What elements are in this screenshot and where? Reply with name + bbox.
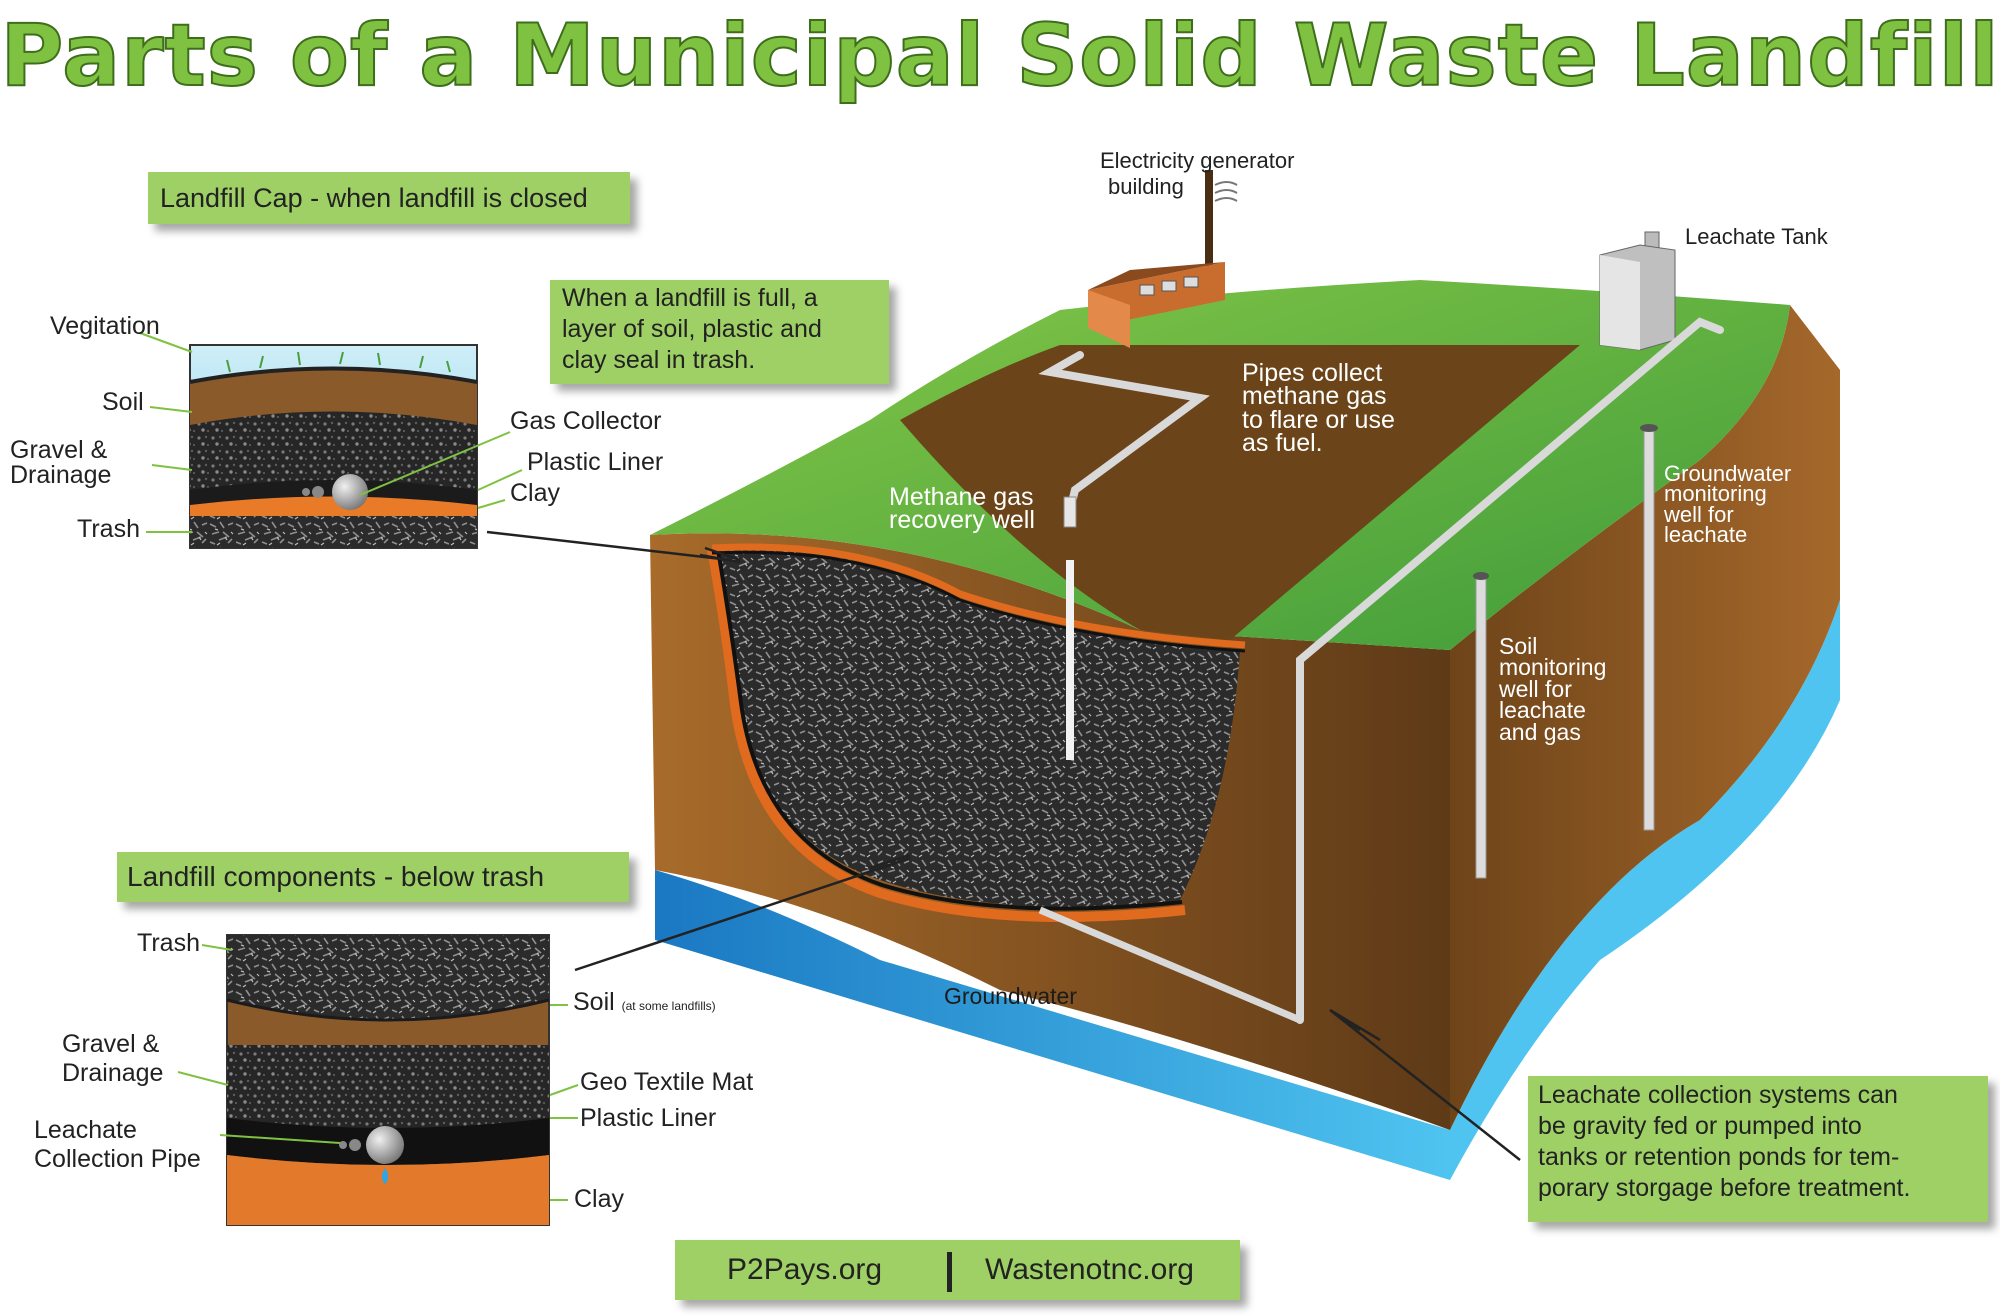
gw-line-1: Groundwater [1664, 461, 1792, 486]
label-electricity-building: Electricity generator building [1100, 148, 1294, 201]
footer-box: P2Pays.org Wastenotnc.org [675, 1240, 1240, 1300]
footer-wastenotnc-link[interactable]: Wastenotnc.org [985, 1253, 1194, 1286]
below-inset [226, 934, 550, 1226]
soilmon-line-1: Soil [1499, 633, 1538, 659]
label-pipes-collect: Pipes collect methane gas to flare or us… [1242, 359, 1395, 457]
label-leachate-tank: Leachate Tank [1685, 224, 1828, 249]
groundwater-front [655, 870, 1450, 1180]
soilmon-line-4: leachate [1499, 697, 1586, 724]
groundwater-side [1450, 600, 1840, 1180]
pipes-line-2: methane gas [1242, 382, 1387, 411]
leachate-box: Leachate collection systems can be gravi… [1528, 1076, 1988, 1222]
label-soil: Soil [102, 388, 144, 416]
soilmon-line-5: and gas [1499, 718, 1581, 745]
page-title: Parts of a Municipal Solid Waste Landfil… [0, 5, 2000, 107]
label-gravel-line-1: Gravel & [10, 436, 108, 464]
methane-line-2: recovery well [889, 506, 1035, 535]
soilmon-line-2: monitoring [1499, 654, 1607, 681]
below-trash-box: Landfill components - below trash [117, 852, 629, 902]
label-gw-monitoring: Groundwater monitoring well for leachate [1664, 461, 1792, 548]
leachate-line-3: tanks or retention ponds for tem- [1538, 1143, 1900, 1171]
label-pipe-line-2: Collection Pipe [34, 1144, 201, 1173]
gw-line-3: well for [1664, 501, 1734, 527]
label-plastic-liner: Plastic Liner [527, 448, 664, 476]
footer-p2pays-link[interactable]: P2Pays.org [727, 1253, 883, 1286]
cap-inset [189, 344, 478, 549]
pipes-line-3: to flare or use [1242, 405, 1395, 434]
label-below-gravel-line-1: Gravel & [62, 1030, 160, 1058]
label-gravel-line-2: Drainage [10, 461, 112, 489]
gw-line-4: leachate [1664, 522, 1748, 548]
cap-box: Landfill Cap - when landfill is closed [148, 172, 630, 224]
full-box-line-2: layer of soil, plastic and [562, 315, 822, 343]
label-trash: Trash [77, 515, 140, 543]
soilmon-line-3: well for [1499, 675, 1572, 702]
label-leachate-pipe: Leachate Collection Pipe [34, 1116, 201, 1174]
label-vegetation: Vegitation [50, 312, 160, 340]
label-pipe-line-1: Leachate [34, 1116, 137, 1144]
methane-line-1: Methane gas [889, 483, 1034, 511]
label-below-soil: Soil (at some landfills) [573, 988, 716, 1017]
pipes-line-4: as fuel. [1242, 428, 1323, 457]
label-electricity-line-1: Electricity generator [1100, 148, 1295, 173]
below-inset-leaders [177, 944, 579, 1201]
label-gravel: Gravel & Drainage [10, 438, 111, 488]
label-below-plastic-liner: Plastic Liner [580, 1104, 717, 1132]
label-below-clay: Clay [574, 1185, 625, 1213]
cap-inset-leaders [139, 332, 523, 533]
leachate-line-1: Leachate collection systems can [1538, 1081, 1898, 1109]
trash-cross-section [720, 549, 1240, 907]
full-box-line-1: When a landfill is full, a [562, 284, 818, 312]
label-below-soil-text: Soil [573, 988, 615, 1016]
label-gas-collector: Gas Collector [510, 407, 662, 435]
label-electricity-line-2: building [1108, 174, 1184, 200]
label-below-gravel-line-2: Drainage [62, 1058, 164, 1087]
label-methane-well: Methane gas recovery well [889, 483, 1035, 535]
pointer-lines [486, 530, 1521, 1161]
gw-line-2: monitoring [1664, 481, 1767, 507]
leachate-line-4: porary storgage before treatment. [1538, 1174, 1911, 1202]
label-below-soil-note: (at some landfills) [621, 999, 716, 1013]
pipes-line-1: Pipes collect [1242, 359, 1383, 387]
label-soil-monitoring: Soil monitoring well for leachate and ga… [1499, 633, 1607, 745]
full-box-line-3: clay seal in trash. [562, 346, 756, 374]
liner-layers [707, 549, 1186, 922]
label-below-trash: Trash [137, 929, 200, 957]
label-groundwater: Groundwater [944, 983, 1077, 1009]
label-geo-textile: Geo Textile Mat [580, 1068, 754, 1096]
generator-building [1088, 170, 1238, 348]
wells [1038, 424, 1658, 1024]
label-below-gravel: Gravel & Drainage [62, 1030, 163, 1088]
landfill-full-box: When a landfill is full, a layer of soil… [550, 280, 889, 384]
footer-divider [947, 1252, 952, 1292]
leachate-line-2: be gravity fed or pumped into [1538, 1112, 1862, 1140]
label-clay: Clay [510, 479, 561, 507]
leachate-tank [1599, 231, 1676, 351]
